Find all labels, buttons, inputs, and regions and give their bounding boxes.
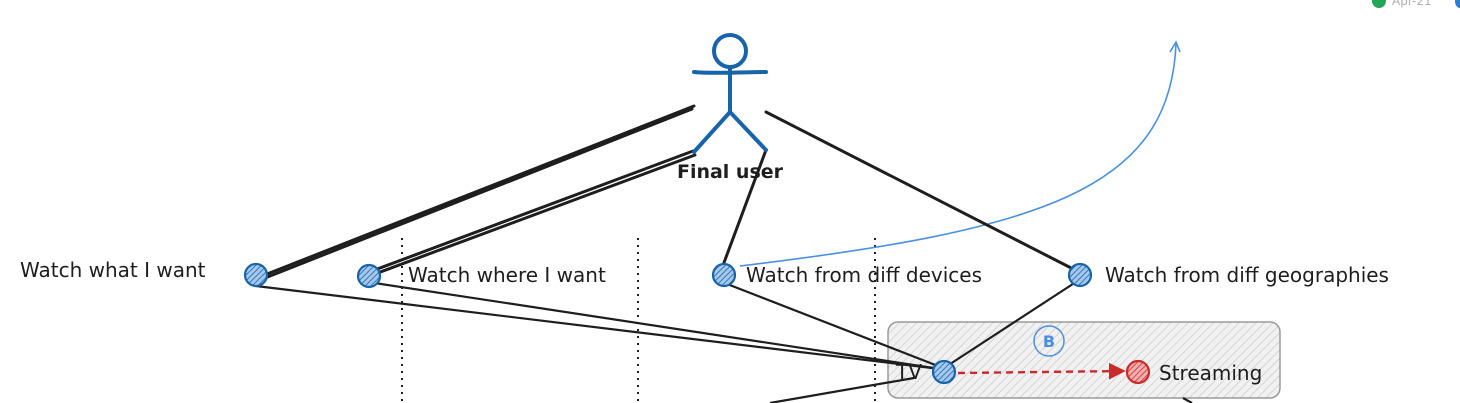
- goal-dot: [711, 262, 737, 288]
- link-geo-tv: [943, 279, 1080, 369]
- goal-label-what: Watch what I want: [20, 258, 206, 282]
- goal-node-geo[interactable]: Watch from diff geographies: [1067, 262, 1389, 288]
- link-where-tv: [367, 280, 941, 371]
- link-actor-what-echo: [263, 107, 694, 280]
- curved-arrow-head: [1169, 40, 1181, 53]
- actor-links: [260, 104, 1081, 280]
- goal-dot: [1067, 262, 1093, 288]
- actor-arms: [692, 70, 768, 75]
- link-what-tv: [255, 284, 941, 371]
- goal-node-what[interactable]: Watch what I want: [20, 258, 269, 288]
- link-actor-devices: [720, 148, 768, 270]
- actor-final-user[interactable]: [692, 33, 768, 154]
- link-devices-tv: [721, 280, 939, 368]
- actor-left-leg: [692, 110, 732, 154]
- goal-node-where[interactable]: Watch where I want: [356, 263, 606, 289]
- date-label: Apr-21: [1392, 0, 1432, 8]
- link-actor-what: [260, 104, 696, 278]
- status-dot-icon: [1372, 0, 1386, 8]
- group-badge-label: B: [1043, 332, 1055, 351]
- goal-label-geo: Watch from diff geographies: [1105, 263, 1389, 287]
- goal-label-devices: Watch from diff devices: [746, 263, 982, 287]
- date-chip[interactable]: Apr-21: [1372, 0, 1432, 8]
- actor-head: [712, 33, 748, 69]
- link-actor-where: [370, 149, 695, 273]
- avatar[interactable]: [1455, 0, 1460, 8]
- tv-links: [255, 279, 1193, 403]
- curved-arrow[interactable]: [739, 43, 1177, 267]
- goal-dot: [243, 262, 269, 288]
- group-badge: [1033, 325, 1065, 357]
- tv-to-streaming-arrow[interactable]: [957, 362, 1126, 380]
- tv-dot: [931, 359, 957, 385]
- actor-right-leg: [728, 110, 768, 152]
- streaming-node[interactable]: Streaming: [1125, 359, 1262, 385]
- streaming-dot: [1125, 359, 1151, 385]
- link-actor-geo: [764, 110, 1081, 274]
- streaming-label: Streaming: [1159, 361, 1262, 385]
- link-actor-where-echo: [373, 153, 697, 276]
- tv-node[interactable]: TV: [895, 359, 957, 385]
- link-streaming-out: [1182, 397, 1193, 403]
- tv-label: TV: [895, 360, 922, 384]
- actor-label: Final user: [677, 161, 784, 183]
- goal-label-where: Watch where I want: [408, 263, 606, 287]
- group-container[interactable]: B: [887, 321, 1281, 399]
- goal-node-devices[interactable]: Watch from diff devices: [711, 262, 982, 288]
- goal-dot: [356, 263, 382, 289]
- link-tv-out: [769, 376, 915, 403]
